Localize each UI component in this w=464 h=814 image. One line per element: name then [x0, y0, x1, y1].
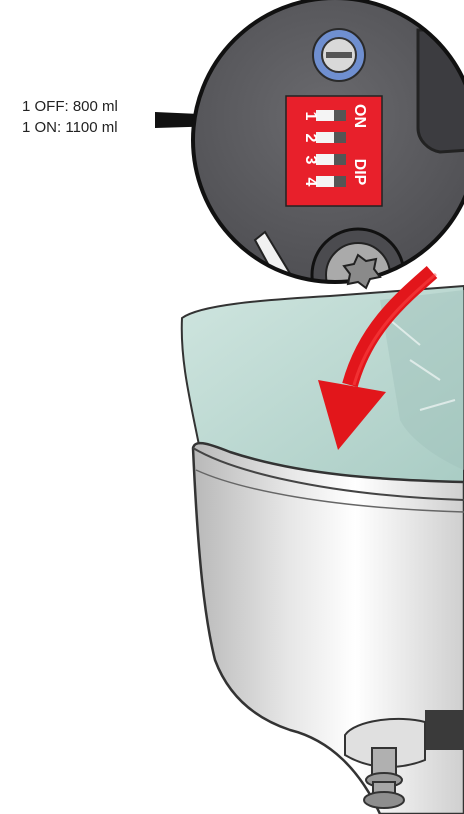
dip-dip-label: DIP — [351, 159, 368, 186]
dip-switch: 1 2 3 4 ON DIP — [286, 96, 382, 206]
dip-number-3: 3 — [302, 156, 319, 165]
dip-number-2: 2 — [302, 134, 319, 143]
dip-slot-1 — [316, 110, 346, 121]
dip-number-1: 1 — [302, 112, 319, 121]
dip-slot-2 — [316, 132, 346, 143]
dip-slot-4 — [316, 176, 346, 187]
dip-number-4: 4 — [302, 178, 319, 187]
dip-slot-3 — [316, 154, 346, 165]
dip-on-label: ON — [351, 104, 368, 128]
screw-icon — [313, 29, 365, 81]
